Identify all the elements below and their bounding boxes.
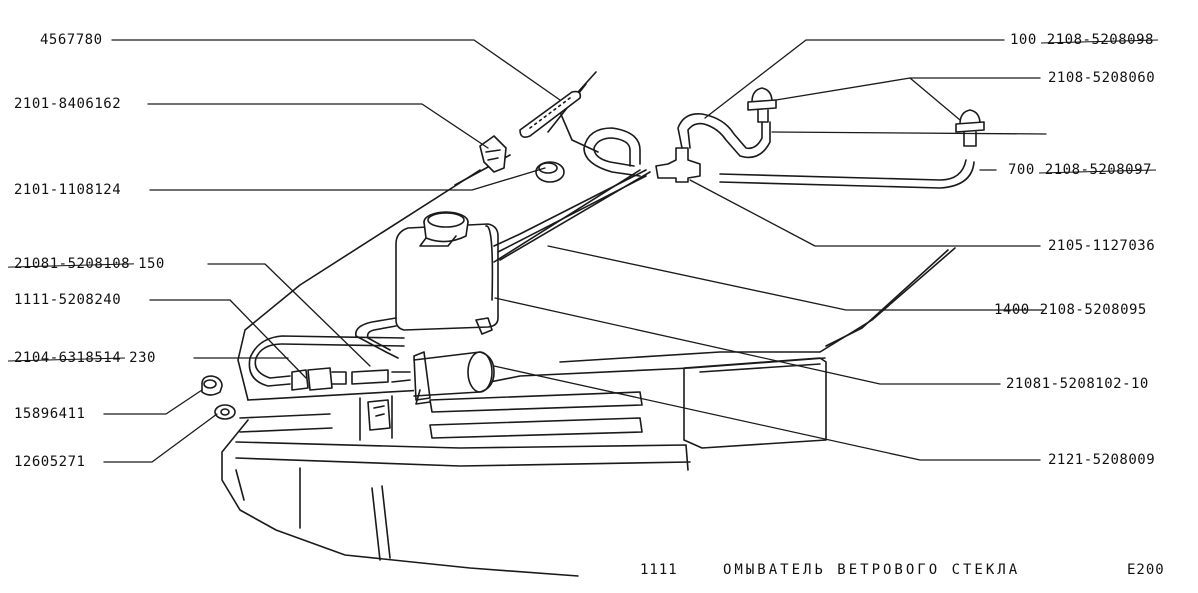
page-title: ОМЫВАТЕЛЬ ВЕТРОВОГО СТЕКЛА bbox=[723, 562, 1021, 578]
part-code: 21081-5208108 bbox=[14, 256, 131, 272]
part-code: 2101-8406162 bbox=[14, 96, 122, 112]
part-code: 2105-1127036 bbox=[1048, 238, 1156, 254]
part-code: 2101-1108124 bbox=[14, 182, 122, 198]
washer-reservoir bbox=[395, 211, 499, 331]
part-code: 2121-5208009 bbox=[1048, 452, 1156, 468]
part-code: 1111-5208240 bbox=[14, 292, 122, 308]
label-4567780: 4567780 bbox=[40, 32, 103, 48]
label-1111-5208240: 1111-5208240 bbox=[14, 292, 121, 308]
grommet bbox=[535, 161, 565, 183]
part-code: 4567780 bbox=[40, 32, 103, 48]
part-length: 1400 bbox=[994, 302, 1030, 318]
label-2104-6318514: 2104-6318514 230 bbox=[14, 350, 156, 366]
label-12605271: 12605271 bbox=[14, 454, 85, 470]
part-code: 2108-5208060 bbox=[1048, 70, 1156, 86]
hose-clip bbox=[479, 135, 507, 173]
part-code: 2108-5208097 bbox=[1044, 162, 1152, 178]
washer-nozzles bbox=[747, 87, 985, 147]
part-length: 230 bbox=[129, 350, 156, 366]
part-code: 21081-5208102-10 bbox=[1006, 376, 1149, 392]
label-15896411: 15896411 bbox=[14, 406, 85, 422]
label-21081-5208102-10: 21081-5208102-10 bbox=[1006, 376, 1149, 392]
washer-pump bbox=[413, 317, 495, 405]
label-2121-5208009: 2121-5208009 bbox=[1048, 452, 1155, 468]
part-code: 2104-6318514 bbox=[14, 350, 122, 366]
part-code: 12605271 bbox=[14, 454, 86, 470]
part-length: 700 bbox=[1008, 162, 1035, 178]
part-code: 2108-5208098 bbox=[1046, 32, 1154, 48]
part-length: 100 bbox=[1010, 32, 1037, 48]
label-21081-5208108: 21081-5208108 150 bbox=[14, 256, 165, 272]
part-code: 2108-5208095 bbox=[1039, 302, 1147, 318]
section-code: E200 bbox=[1127, 562, 1165, 578]
label-2101-8406162: 2101-8406162 bbox=[14, 96, 121, 112]
leader-lines bbox=[103, 39, 1047, 463]
label-2108-5208095: 1400 2108-5208095 bbox=[994, 302, 1147, 318]
label-2108-5208097: 700 2108-5208097 bbox=[1008, 162, 1152, 178]
hose-strap bbox=[519, 90, 582, 138]
label-2108-5208098: 100 2108-5208098 bbox=[1010, 32, 1154, 48]
label-2101-1108124: 2101-1108124 bbox=[14, 182, 121, 198]
page-number: 1111 bbox=[640, 562, 678, 578]
car-body-outline bbox=[221, 71, 956, 577]
part-length: 150 bbox=[138, 256, 165, 272]
bushing-and-washer bbox=[201, 375, 236, 420]
label-2108-5208060: 2108-5208060 bbox=[1048, 70, 1155, 86]
part-code: 15896411 bbox=[14, 406, 86, 422]
washer-hoses bbox=[248, 112, 975, 391]
label-2105-1127036: 2105-1127036 bbox=[1048, 238, 1155, 254]
